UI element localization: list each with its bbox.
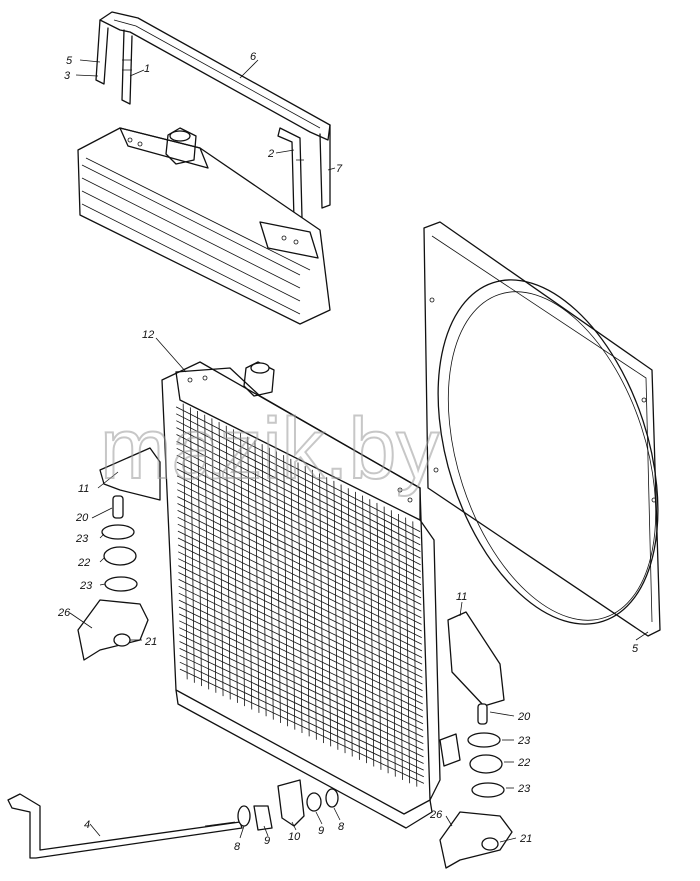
core-tube-line xyxy=(211,418,217,693)
core-tube-line xyxy=(290,458,296,730)
core-tube-line xyxy=(240,433,245,707)
callout-9-left: 9 xyxy=(264,835,270,847)
core-tube-line xyxy=(390,510,396,777)
core-tube-line xyxy=(340,484,346,754)
callout-10: 10 xyxy=(288,831,301,843)
callout-6: 6 xyxy=(250,51,257,63)
callout-3: 3 xyxy=(64,70,71,82)
core-tube-line xyxy=(326,477,332,747)
tie-rod-assembly xyxy=(7,779,339,859)
left-mount-stack xyxy=(77,447,161,661)
core-tube-line xyxy=(261,444,267,717)
callout-4: 4 xyxy=(84,819,90,831)
callout-22-right: 22 xyxy=(517,757,530,769)
core-tube-line xyxy=(319,473,324,744)
core-tube-line xyxy=(347,488,353,757)
fan-shroud xyxy=(423,221,661,637)
core-tube-line xyxy=(369,499,375,767)
callout-21-right: 21 xyxy=(519,833,532,845)
leader-lines xyxy=(69,59,649,843)
callout-2: 2 xyxy=(267,148,274,160)
callout-8-left: 8 xyxy=(234,841,241,853)
callout-8-right: 8 xyxy=(338,821,345,833)
core-tube-line xyxy=(189,407,195,683)
core-tube-line xyxy=(247,436,253,710)
callout-1: 1 xyxy=(144,63,150,75)
callout-20-right: 20 xyxy=(517,711,531,723)
core-tube-line xyxy=(182,403,188,680)
core-tube-line xyxy=(276,451,281,723)
core-tube-line xyxy=(297,462,303,734)
callout-labels: 5 3 1 6 2 7 12 11 20 23 22 23 26 21 11 2… xyxy=(57,51,639,853)
callout-23-right-bottom: 23 xyxy=(517,783,531,795)
core-tube-line xyxy=(405,517,411,784)
callout-22-left: 22 xyxy=(77,557,90,569)
callout-26-left: 26 xyxy=(57,607,71,619)
core-tube-line xyxy=(376,502,382,770)
core-tube-line xyxy=(204,414,210,690)
core-tube-line xyxy=(398,513,403,780)
core-tube-line xyxy=(383,506,389,774)
callout-5-upper: 5 xyxy=(66,55,73,67)
callout-21-left: 21 xyxy=(144,636,157,648)
charge-air-cooler xyxy=(77,127,331,325)
core-tube-line xyxy=(333,480,339,750)
callout-20-left: 20 xyxy=(75,512,89,524)
core-tube-line xyxy=(197,411,202,687)
callout-23-right-top: 23 xyxy=(517,735,531,747)
core-tube-line xyxy=(311,469,317,740)
core-tube-line xyxy=(218,422,224,697)
core-tube-line xyxy=(412,521,418,787)
core-tube-line xyxy=(233,429,238,703)
callout-9-right: 9 xyxy=(318,825,324,837)
callout-11-right: 11 xyxy=(456,591,467,603)
callout-26-right: 26 xyxy=(429,809,443,821)
watermark-text: mazik.by xyxy=(100,401,439,497)
callout-23-left-top: 23 xyxy=(75,533,89,545)
core-tube-line xyxy=(268,447,274,720)
main-radiator xyxy=(161,361,461,829)
callout-7: 7 xyxy=(336,163,343,175)
core-tube-line xyxy=(355,491,360,760)
core-tube-line xyxy=(283,455,289,727)
core-tube-line xyxy=(254,440,260,713)
callout-12: 12 xyxy=(142,329,154,341)
callout-5-lower: 5 xyxy=(632,643,639,655)
callout-11-left: 11 xyxy=(78,483,89,495)
right-mount-stack xyxy=(439,611,513,869)
callout-23-left-bottom: 23 xyxy=(79,580,93,592)
core-tube-line xyxy=(225,425,231,700)
core-tube-line xyxy=(304,466,310,737)
core-tube-line xyxy=(362,495,367,764)
